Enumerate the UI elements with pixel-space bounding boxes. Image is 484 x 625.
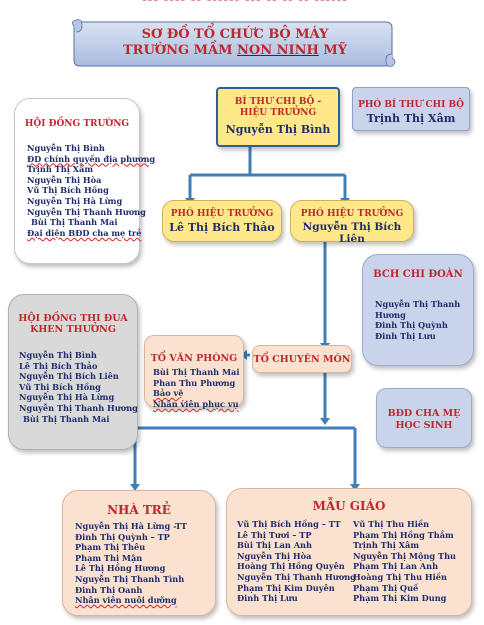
list-item: Nguyễn Thị Hòa [237, 550, 312, 561]
nha-tre-members: Nguyễn Thị Hà Lừng -TT Đinh Thị Quỳnh – … [75, 521, 187, 606]
list-item: Nguyễn Thị Hà Lừng -TT [75, 521, 187, 531]
list-item: Hoàng Thị Thu Hiền [353, 571, 447, 582]
top-cut-text: --- ---- -- ------ --- -- -- -- ------ [95, 0, 395, 6]
list-item: Phạm Thị Kim Dung [353, 593, 447, 604]
bch-chi-doan-box: BCH CHI ĐOÀN Nguyễn Thị Thanh Hương Đinh… [362, 254, 474, 366]
nha-tre-box: NHÀ TRẺ Nguyễn Thị Hà Lừng -TT Đinh Thị … [62, 490, 216, 616]
hoi-dong-thi-dua-members: Nguyễn Thị Bình Lê Thị Bích Thảo Nguyễn … [19, 350, 138, 424]
pho-hieu-truong-1-name: Lê Thị Bích Thảo [169, 221, 275, 234]
list-item: Nguyễn Thị Thanh Hương [19, 402, 138, 413]
list-item: Phạm Thị Lan Anh [353, 561, 439, 572]
list-item: Phạm Thị Mận [75, 552, 143, 563]
list-item: Nguyễn Thị Hòa [27, 174, 102, 185]
scroll-banner-shape [72, 19, 396, 67]
to-chuyen-mon-title: TỔ CHUYÊN MÔN [253, 354, 351, 365]
pho-bi-thu-box: PHÓ BÍ THƯ CHI BỘ Trịnh Thị Xâm [352, 87, 470, 131]
list-item: Phạm Thị Hồng Thắm [353, 529, 454, 540]
to-chuyen-mon-box: TỔ CHUYÊN MÔN [252, 345, 352, 373]
list-item: Trịnh Thị Xâm [27, 164, 94, 175]
title-line-2: TRƯỜNG MẦM NON NINH MỸ [70, 43, 400, 58]
list-item: Nguyễn Thị Thanh Hương [237, 571, 356, 582]
list-item: Lê Thị Tươi – TP [237, 529, 312, 540]
title-line-1: SƠ ĐỒ TỔ CHỨC BỘ MÁY [141, 27, 329, 42]
bi-thu-hieu-truong-box: BÍ THƯ CHI BỘ - HIỆU TRƯỞNG Nguyễn Thị B… [216, 87, 340, 147]
list-item: Đinh Thị Lưu [237, 593, 298, 604]
list-item: Trịnh Thị Xâm [353, 540, 420, 551]
pho-hieu-truong-1-box: PHÓ HIỆU TRƯỞNG Lê Thị Bích Thảo [162, 200, 282, 242]
list-item: Nguyễn Thị Bích Liên [19, 371, 119, 382]
bi-thu-name: Nguyễn Thị Bình [225, 123, 331, 136]
to-van-phong-title: TỔ VĂN PHÒNG [150, 353, 238, 364]
list-item: Vũ Thị Bích Hồng – TT [237, 519, 341, 529]
list-item: Nguyễn Thị Hà Lừng [19, 392, 115, 403]
to-van-phong-box: TỔ VĂN PHÒNG Bùi Thị Thanh Mai Phan Thu … [144, 335, 244, 409]
pho-bi-thu-role: PHÓ BÍ THƯ CHI BỘ [358, 100, 464, 110]
title-line-2-part-c: MỸ [318, 43, 347, 58]
hoi-dong-truong-box: HỘI ĐỒNG TRƯỜNG Nguyễn Thị Bình ĐD chính… [14, 98, 155, 264]
list-item: Nguyễn Thị Thanh Tình [75, 573, 185, 584]
pho-hieu-truong-2-name: Nguyễn Thị Bích Liên [302, 221, 402, 245]
list-item: Đinh Thị Lưu [375, 330, 436, 341]
list-item: Phạm Thị Thêu [75, 542, 146, 553]
list-item: Vũ Thị Bích Hồng [27, 185, 109, 196]
list-item: Bùi Thị Thanh Mai [23, 413, 110, 424]
list-item: Vũ Thị Thu Hiền [353, 519, 430, 529]
bdd-cha-me-line-2: HỌC SINH [395, 420, 453, 431]
list-item: Vũ Thị Bích Hồng [19, 381, 101, 392]
hoi-dong-truong-title: HỘI ĐỒNG TRƯỜNG [24, 119, 130, 129]
bi-thu-role: BÍ THƯ CHI BỘ - HIỆU TRƯỞNG [234, 97, 322, 118]
title-banner: SƠ ĐỒ TỔ CHỨC BỘ MÁY TRƯỜNG MẦM NON NINH… [70, 18, 400, 68]
bch-chi-doan-members: Nguyễn Thị Thanh Hương Đinh Thị Quỳnh Đi… [375, 299, 460, 341]
list-item: Đinh Thị Quỳnh – TP [75, 531, 170, 542]
mau-giao-title: MẪU GIÁO [312, 499, 386, 513]
list-item: Bùi Thị Lan Anh [237, 540, 312, 551]
list-item: Nguyễn Thị Bình [19, 350, 97, 360]
list-item: Lê Thị Hồng Hương [75, 563, 166, 574]
list-item: Nguyễn Thị Thanh [375, 299, 461, 309]
list-item: Nguyễn Thị Hà Lừng [27, 195, 123, 206]
list-item: Bảo vệ [153, 388, 184, 399]
mau-giao-box: MẪU GIÁO Vũ Thị Bích Hồng – TT Lê Thị Tư… [226, 488, 472, 616]
pho-hieu-truong-1-role: PHÓ HIỆU TRƯỞNG [170, 209, 274, 219]
list-item: Hương [375, 309, 406, 320]
hoi-dong-thi-dua-title-2: KHEN THƯỞNG [30, 324, 116, 335]
list-item: Nhân viên nuôi dưỡng [75, 595, 177, 606]
arrow-nhatre [130, 484, 140, 491]
arrow-maugiao [350, 484, 360, 491]
list-item: Bùi Thị Thanh Mai [31, 217, 118, 228]
list-item: Đinh Thị Oanh [75, 584, 143, 595]
list-item: Phạm Thị Kim Duyên [237, 582, 335, 593]
list-item: Phan Thu Phương [153, 377, 236, 388]
title-line-2-part-a: TRƯỜNG MẦM [123, 43, 238, 58]
list-item: Nhân viên phục vụ [153, 398, 239, 409]
bdd-cha-me-box: BĐD CHA MẸ HỌC SINH [376, 388, 472, 448]
list-item: Đại diện BĐD cha mẹ trẻ [27, 227, 142, 238]
list-item: Bùi Thị Thanh Mai [153, 367, 240, 377]
arrow-down-center [320, 418, 330, 425]
bdd-cha-me-line-1: BĐD CHA MẸ [387, 408, 461, 419]
list-item: Phạm Thị Quế [353, 582, 419, 593]
list-item: Nguyễn Thị Thanh Hương [27, 206, 146, 217]
list-item: Nguyễn Thị Bình [27, 143, 105, 153]
pho-hieu-truong-2-role: PHÓ HIỆU TRƯỞNG [300, 209, 404, 219]
pho-hieu-truong-2-box: PHÓ HIỆU TRƯỞNG Nguyễn Thị Bích Liên [290, 200, 414, 245]
nha-tre-title: NHÀ TRẺ [107, 503, 171, 517]
list-item: Lê Thị Bích Thảo [19, 360, 98, 371]
hoi-dong-thi-dua-box: HỘI ĐỒNG THI ĐUA KHEN THƯỞNG Nguyễn Thị … [8, 294, 138, 450]
bch-chi-doan-title: BCH CHI ĐOÀN [373, 269, 463, 280]
pho-bi-thu-name: Trịnh Thị Xâm [366, 112, 456, 125]
mau-giao-col-1: Vũ Thị Bích Hồng – TT Lê Thị Tươi – TP B… [237, 519, 356, 604]
list-item: Đinh Thị Quỳnh [375, 320, 448, 331]
hoi-dong-thi-dua-title-1: HỘI ĐỒNG THI ĐUA [18, 313, 128, 324]
to-van-phong-members: Bùi Thị Thanh Mai Phan Thu Phương Bảo vệ… [153, 367, 239, 409]
list-item: Hoàng Thị Hồng Quyên [237, 561, 345, 572]
list-item: ĐD chính quyền địa phương [27, 153, 156, 164]
hoi-dong-truong-members: Nguyễn Thị Bình ĐD chính quyền địa phươn… [27, 143, 155, 238]
list-item: Nguyễn Thị Mộng Thu [353, 550, 456, 561]
title-line-2-part-b: NON NINH [237, 43, 319, 58]
mau-giao-col-2: Vũ Thị Thu Hiền Phạm Thị Hồng Thắm Trịnh… [353, 519, 456, 604]
